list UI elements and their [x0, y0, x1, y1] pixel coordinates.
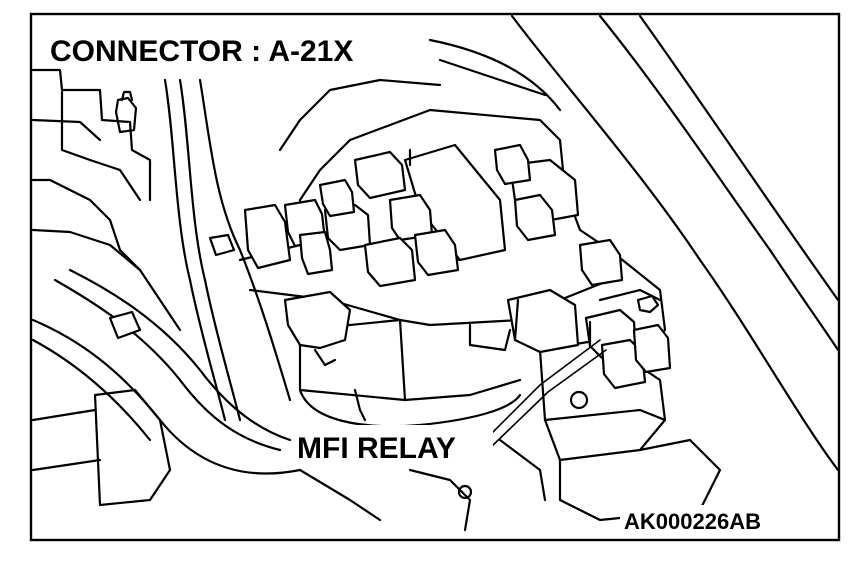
mfi-relay-group — [506, 288, 672, 390]
left-components — [31, 68, 302, 507]
figure-code-bg — [620, 505, 820, 535]
relay-cluster — [208, 143, 624, 367]
connector-label-bg — [46, 30, 416, 68]
mfi-relay-label: MFI RELAY — [297, 432, 456, 465]
body-panel — [428, 14, 840, 472]
mfi-relay-leader — [484, 339, 607, 449]
connector-label: CONNECTOR : A-21X — [50, 35, 353, 68]
figure-code-label: AK000226AB — [624, 509, 761, 534]
relay-label-bg — [293, 425, 493, 465]
